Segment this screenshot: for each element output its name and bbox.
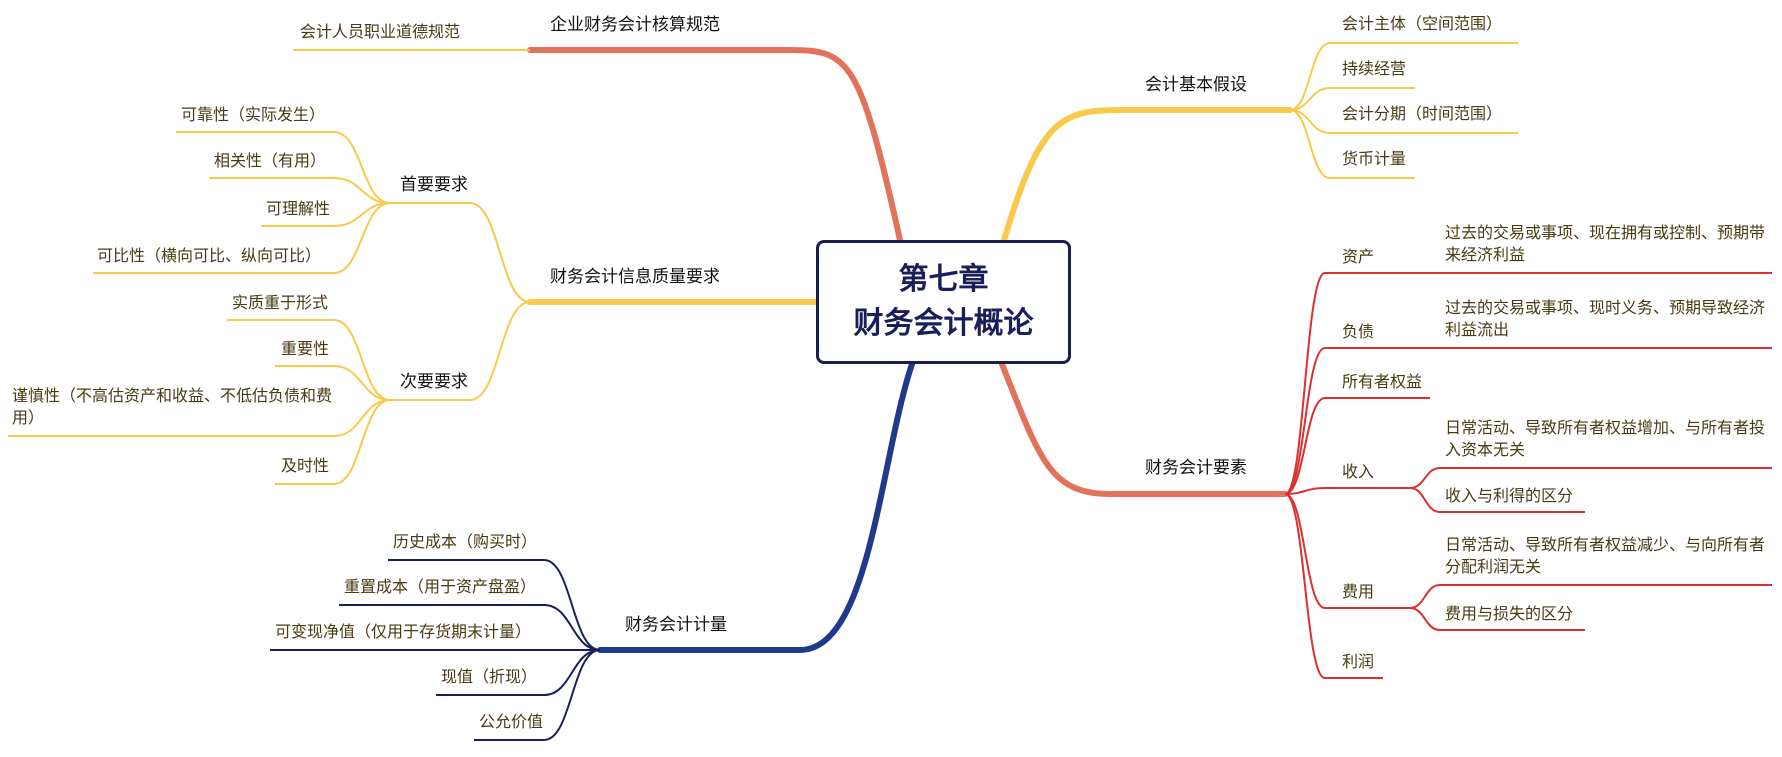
item-comparability[interactable]: 可比性（横向可比、纵向可比） [97,246,322,265]
topic-quality[interactable]: 财务会计信息质量要求 [550,267,720,287]
item-reliability[interactable]: 可靠性（实际发生） [181,105,326,124]
topic-quality-secondary[interactable]: 次要要求 [400,372,468,392]
element-expense[interactable]: 费用 [1342,582,1375,601]
item-net-realizable[interactable]: 可变现净值（仅用于存货期末计量） [275,622,532,641]
element-liability-desc[interactable]: 过去的交易或事项、现时义务、预期导致经济利益流出 [1445,298,1766,339]
topic-elements[interactable]: 财务会计要素 [1145,458,1247,478]
element-income[interactable]: 收入 [1342,462,1375,481]
item-period[interactable]: 会计分期（时间范围） [1342,104,1503,123]
connector-quality-secondary [390,301,531,401]
topic-assume[interactable]: 会计基本假设 [1145,75,1247,95]
topic-norm[interactable]: 企业财务会计核算规范 [550,15,720,35]
branch-assume-connector [1001,107,1293,243]
item-present-value[interactable]: 现值（折现） [441,667,538,686]
item-historical-cost[interactable]: 历史成本（购买时） [393,532,538,551]
branch-elements-connector [999,361,1288,497]
item-prudence[interactable]: 谨慎性（不高估资产和收益、不低估负债和费用） [12,386,333,427]
connector-quality-primary [390,202,531,303]
element-income-extra[interactable]: 收入与利得的区分 [1445,486,1574,505]
topic-measure[interactable]: 财务会计计量 [625,615,727,635]
central-topic[interactable]: 第七章 财务会计概论 [816,240,1071,364]
item-monetary[interactable]: 货币计量 [1342,149,1407,168]
item-fair-value[interactable]: 公允价值 [479,712,544,731]
item-relevance[interactable]: 相关性（有用） [214,151,327,170]
topic-norm-child[interactable]: 会计人员职业道德规范 [300,22,461,41]
item-materiality[interactable]: 重要性 [281,339,330,358]
element-liability[interactable]: 负债 [1342,322,1375,341]
central-topic-line1: 第七章 [898,262,989,297]
item-substance[interactable]: 实质重于形式 [232,293,329,312]
element-asset-desc[interactable]: 过去的交易或事项、现在拥有或控制、预期带来经济利益 [1445,223,1766,264]
element-expense-desc[interactable]: 日常活动、导致所有者权益减少、与向所有者分配利润无关 [1445,535,1766,576]
item-entity[interactable]: 会计主体（空间范围） [1342,14,1503,33]
item-understandability[interactable]: 可理解性 [266,199,331,218]
topic-quality-primary[interactable]: 首要要求 [400,175,468,195]
branch-norm-connector [527,47,903,243]
item-timeliness[interactable]: 及时性 [281,456,330,475]
central-topic-line2: 财务会计概论 [853,306,1034,341]
branch-measure-connector [597,361,915,653]
element-expense-extra[interactable]: 费用与损失的区分 [1445,604,1574,623]
item-replacement-cost[interactable]: 重置成本（用于资产盘盈） [344,577,537,596]
element-asset[interactable]: 资产 [1342,247,1375,266]
element-equity[interactable]: 所有者权益 [1342,372,1423,391]
element-profit[interactable]: 利润 [1342,652,1375,671]
item-going-concern[interactable]: 持续经营 [1342,59,1407,78]
element-income-desc[interactable]: 日常活动、导致所有者权益增加、与所有者投入资本无关 [1445,418,1766,459]
